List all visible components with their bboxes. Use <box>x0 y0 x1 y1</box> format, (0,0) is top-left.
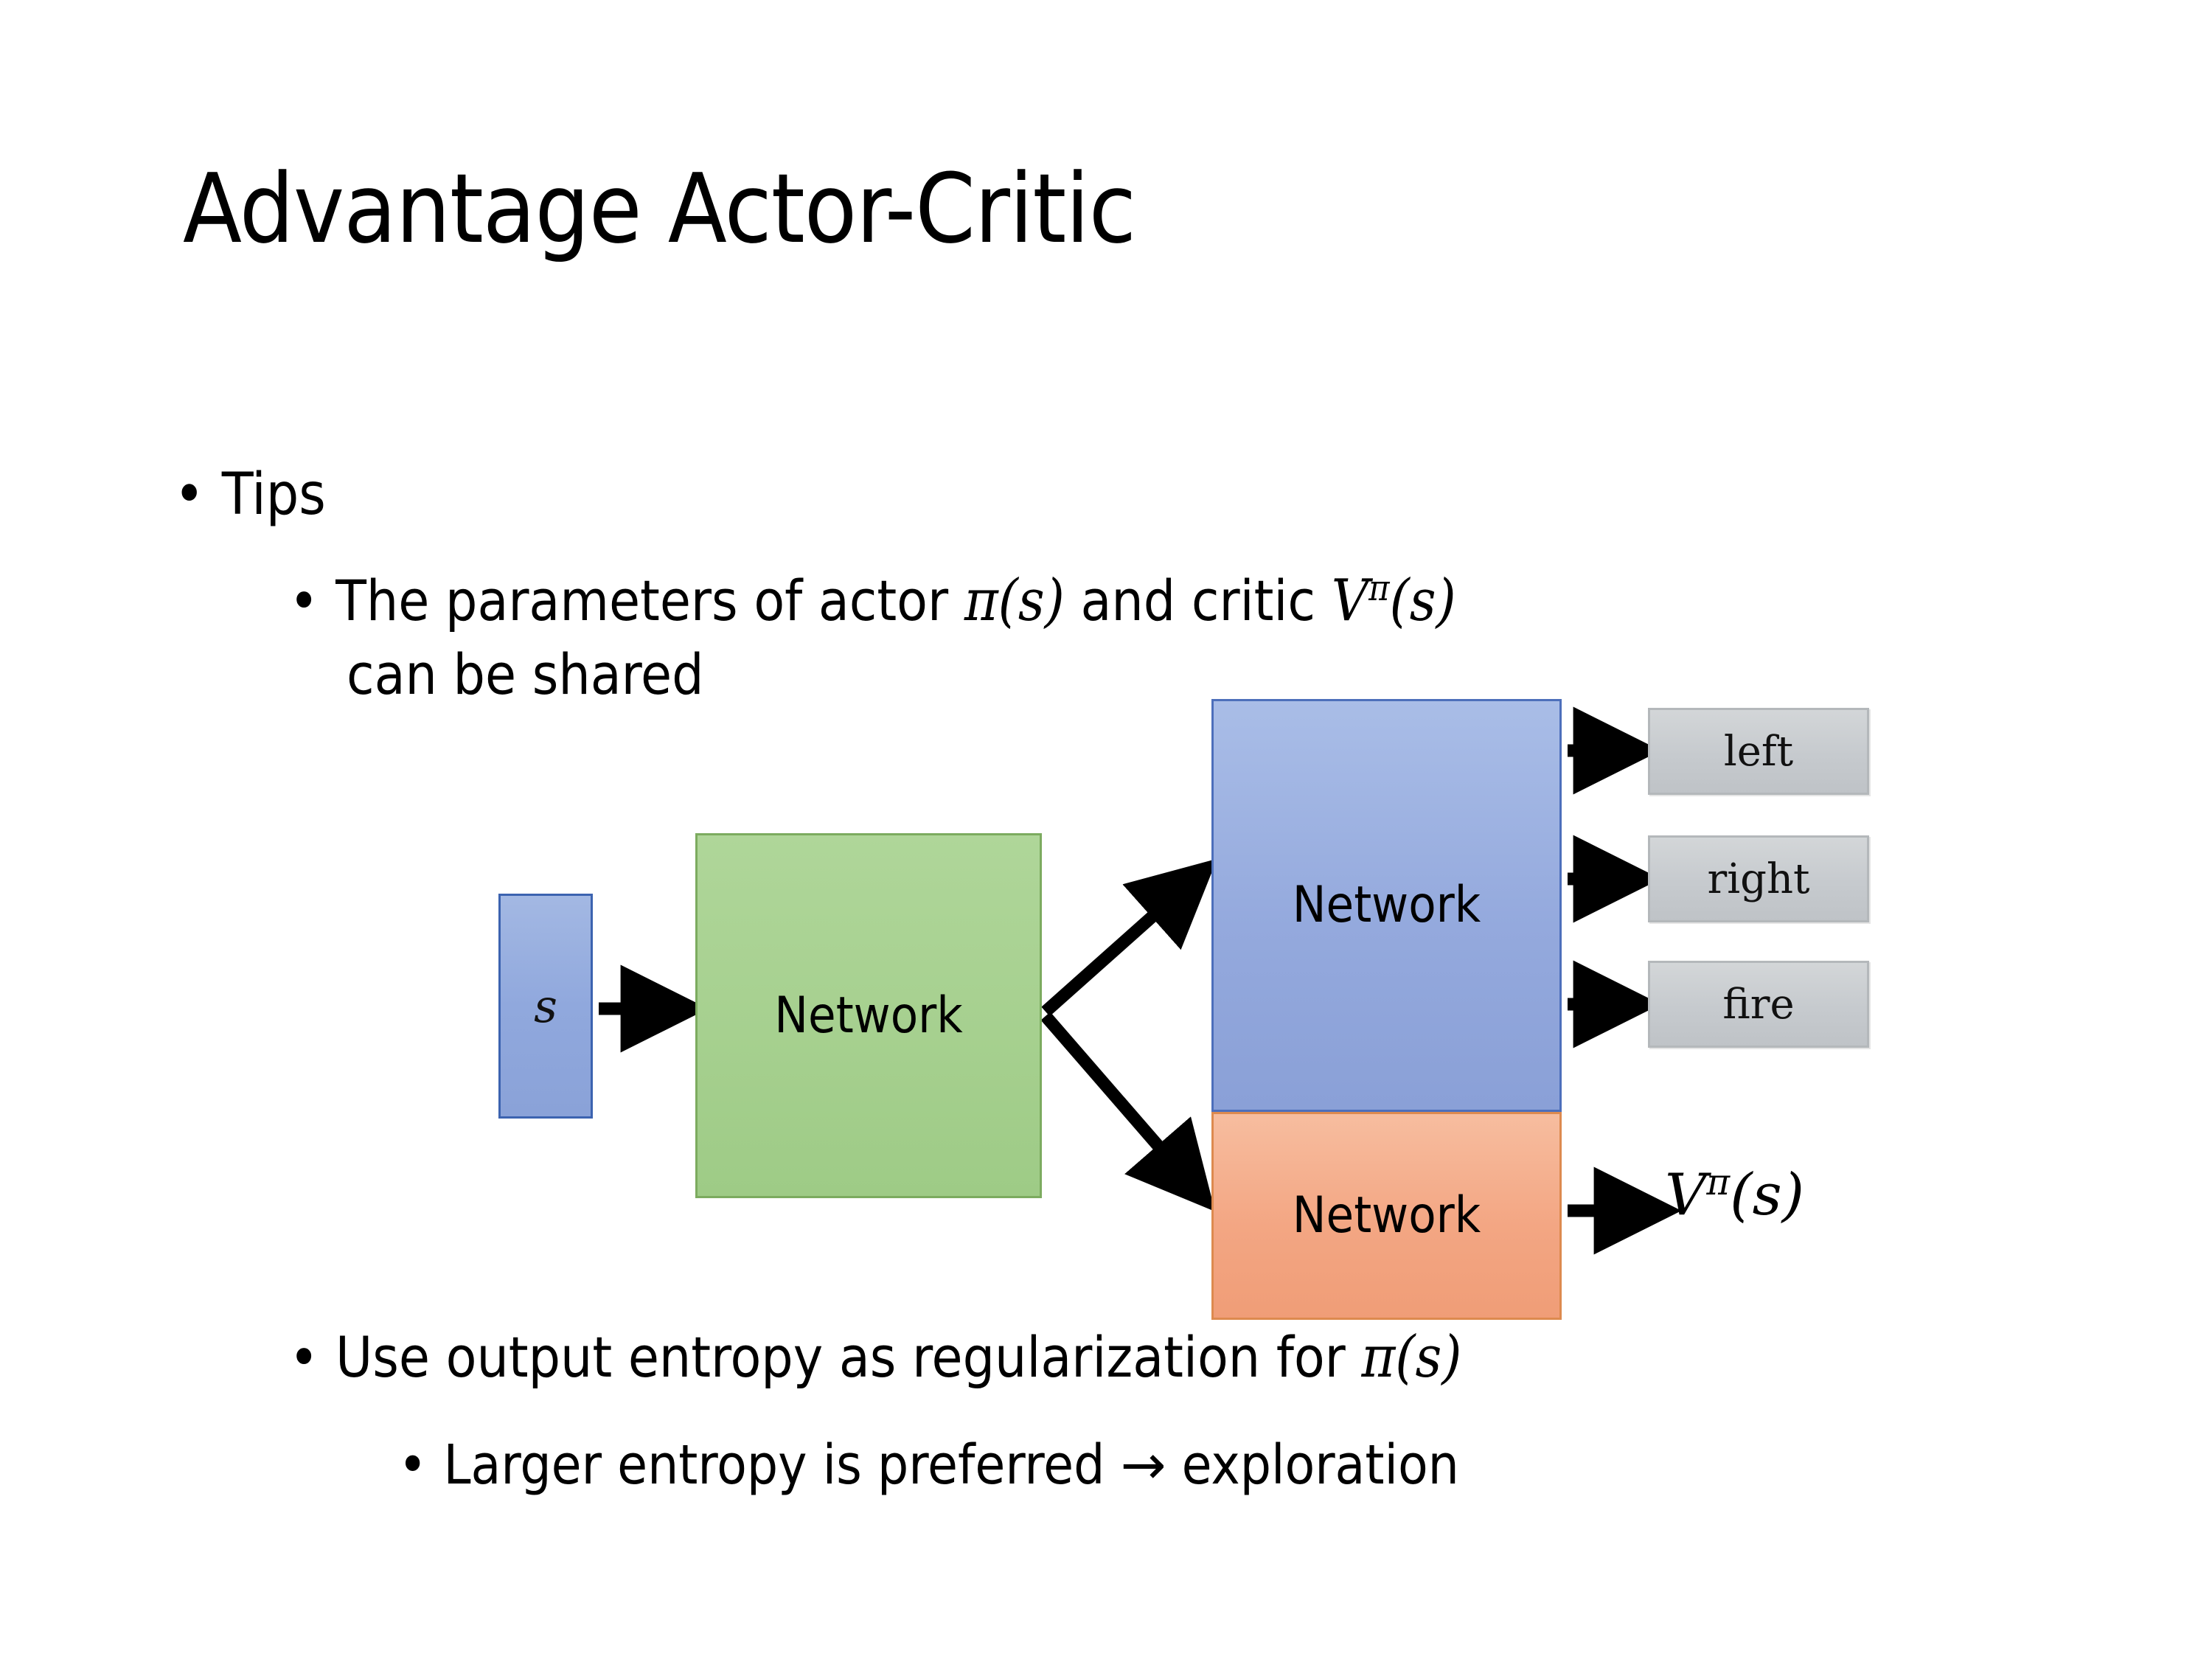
right-arrow-icon: → <box>1120 1433 1166 1497</box>
critic-output-base: V <box>1665 1162 1707 1228</box>
math-critic-base: V <box>1331 568 1369 634</box>
actor-network-label: Network <box>1292 876 1481 934</box>
math-critic-v-pi-s: Vπ(s) <box>1332 568 1456 634</box>
action-box-right: right <box>1648 835 1869 922</box>
entropy-prefix: Use output entropy as regularization for <box>335 1324 1362 1390</box>
shared-network-label: Network <box>774 986 963 1045</box>
bullet-larger-entropy-text: Larger entropy is preferred → exploratio… <box>443 1435 1458 1496</box>
bullet-marker-icon: • <box>174 462 205 528</box>
bullet-parameters-continuation: can be shared <box>347 643 704 706</box>
larger-suffix: exploration <box>1166 1433 1459 1497</box>
action-box-left: left <box>1648 708 1869 795</box>
bullet-parameters-continuation-label: can be shared <box>347 641 704 707</box>
parameters-middle: and critic <box>1064 568 1332 633</box>
action-label-fire: fire <box>1722 980 1795 1029</box>
math-critic-superscript: π <box>1368 568 1390 610</box>
input-state-label: s <box>534 979 557 1033</box>
arrow-shared-to-actor <box>1041 858 1217 1017</box>
bullet-entropy-text: Use output entropy as regularization for… <box>335 1326 1461 1390</box>
bullet-larger-entropy: • Larger entropy is preferred → explorat… <box>398 1435 1459 1496</box>
bullet-entropy-regularization: • Use output entropy as regularization f… <box>289 1326 1462 1390</box>
bullet-marker-icon: • <box>398 1433 428 1497</box>
action-label-right: right <box>1707 855 1810 903</box>
action-box-fire: fire <box>1648 961 1869 1048</box>
page-title: Advantage Actor-Critic <box>183 153 1136 265</box>
critic-output-value-label: Vπ(s) <box>1665 1162 1804 1228</box>
critic-output-superscript: π <box>1706 1162 1731 1203</box>
critic-network-box: Network <box>1211 1112 1562 1320</box>
math-policy-pi-s: π(s) <box>1361 1324 1462 1391</box>
bullet-marker-icon: • <box>289 1324 319 1390</box>
critic-output-tail: (s) <box>1730 1162 1805 1228</box>
bullet-parameters: • The parameters of actor π(s) and criti… <box>289 568 1456 634</box>
action-label-left: left <box>1723 727 1794 776</box>
shared-network-box: Network <box>695 833 1042 1198</box>
math-actor-pi-s: π(s) <box>964 568 1065 634</box>
bullet-tips-label: Tips <box>221 462 326 528</box>
math-critic-tail: (s) <box>1389 568 1456 634</box>
bullet-tips: • Tips <box>174 462 326 528</box>
arrow-shared-to-critic <box>1040 1012 1216 1212</box>
parameters-prefix: The parameters of actor <box>335 568 964 633</box>
critic-network-label: Network <box>1292 1186 1481 1245</box>
larger-prefix: Larger entropy is preferred <box>443 1433 1121 1497</box>
bullet-marker-icon: • <box>289 568 319 633</box>
input-state-box: s <box>498 894 593 1119</box>
bullet-parameters-text: The parameters of actor π(s) and critic … <box>335 568 1456 634</box>
actor-network-box: Network <box>1211 699 1562 1112</box>
